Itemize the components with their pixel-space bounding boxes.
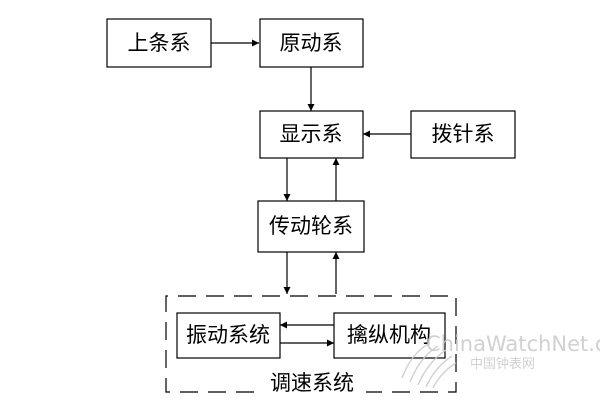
node-oscillating-system: 振动系统	[176, 312, 281, 359]
watermark-logo-icon	[401, 342, 457, 389]
node-hand-setting-system-label: 拨针系	[432, 122, 495, 146]
node-mainspring-system-label: 原动系	[280, 31, 343, 55]
node-display-system: 显示系	[259, 110, 364, 159]
node-display-system-label: 显示系	[280, 122, 343, 146]
watermark: ChinaWatchNet.com 中国钟表网	[401, 332, 600, 389]
node-winding-system: 上条系	[106, 18, 212, 68]
watermark-site-text: ChinaWatchNet.com	[426, 332, 600, 356]
node-oscillating-system-label: 振动系统	[186, 323, 270, 347]
node-mainspring-system: 原动系	[259, 18, 364, 68]
speed-regulating-group-label: 调速系统	[270, 371, 354, 395]
node-gear-train-label: 传动轮系	[269, 214, 353, 238]
speed-regulating-group-border	[165, 295, 457, 393]
node-escapement-label: 擒纵机构	[347, 323, 431, 347]
node-hand-setting-system: 拨针系	[410, 110, 516, 159]
node-gear-train: 传动轮系	[257, 200, 365, 253]
watermark-cn-text: 中国钟表网	[470, 356, 535, 372]
node-escapement: 擒纵机构	[333, 312, 446, 359]
node-winding-system-label: 上条系	[128, 31, 191, 55]
